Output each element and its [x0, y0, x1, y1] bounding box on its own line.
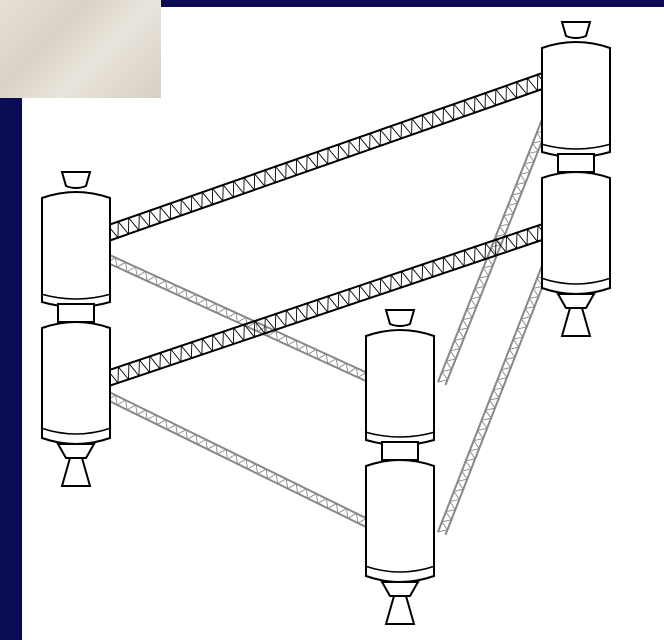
corner-texture-image	[0, 0, 161, 98]
engine-nozzle	[60, 457, 92, 487]
truss-center-to-right-upper	[437, 111, 554, 386]
front-trusses	[91, 71, 549, 391]
upper-tank	[541, 41, 611, 158]
truss-left-to-center-upper	[96, 249, 372, 383]
lower-tank	[41, 321, 111, 445]
top-frame-bar	[0, 0, 664, 7]
engine-mount	[56, 443, 96, 459]
truss-rail	[96, 237, 549, 391]
truss-left-to-right-lower	[91, 222, 549, 391]
top-cap	[560, 21, 592, 39]
truss-rail	[444, 114, 554, 386]
upper-tank	[41, 191, 111, 308]
engine-mount	[556, 293, 596, 309]
back-trusses	[96, 111, 554, 536]
tank-ring	[540, 143, 612, 150]
engine-nozzle	[560, 307, 592, 337]
tank-ring	[540, 277, 612, 285]
truss-rail	[96, 86, 549, 246]
upper-tank	[365, 329, 435, 446]
interstage-neck	[57, 303, 95, 323]
engine-mount	[380, 581, 420, 597]
tank-ring	[364, 431, 436, 438]
truss-center-to-right-lower	[437, 257, 554, 536]
module-center	[364, 309, 436, 625]
truss-lacing	[96, 73, 549, 246]
top-cap	[384, 309, 416, 327]
truss-rail	[96, 394, 369, 529]
left-frame-bar	[0, 0, 22, 640]
truss-rail	[437, 257, 546, 533]
truss-lacing	[96, 224, 549, 391]
truss-rail	[96, 257, 369, 383]
lower-tank	[541, 171, 611, 295]
top-cap	[60, 171, 92, 189]
truss-lacing	[437, 257, 552, 533]
interstage-neck	[557, 153, 595, 173]
engine-nozzle	[384, 595, 416, 625]
truss-lacing	[96, 389, 369, 529]
tank-ring	[40, 427, 112, 435]
truss-left-to-center-lower	[96, 386, 372, 529]
tank-ring	[364, 565, 436, 573]
tank-ring	[40, 293, 112, 300]
truss-left-to-right-upper	[91, 71, 549, 246]
interstage-neck	[381, 441, 419, 461]
lower-tank	[365, 459, 435, 583]
truss-lacing	[96, 252, 369, 383]
module-left	[40, 171, 112, 487]
truss-lacing	[437, 111, 552, 383]
module-right	[540, 21, 612, 337]
